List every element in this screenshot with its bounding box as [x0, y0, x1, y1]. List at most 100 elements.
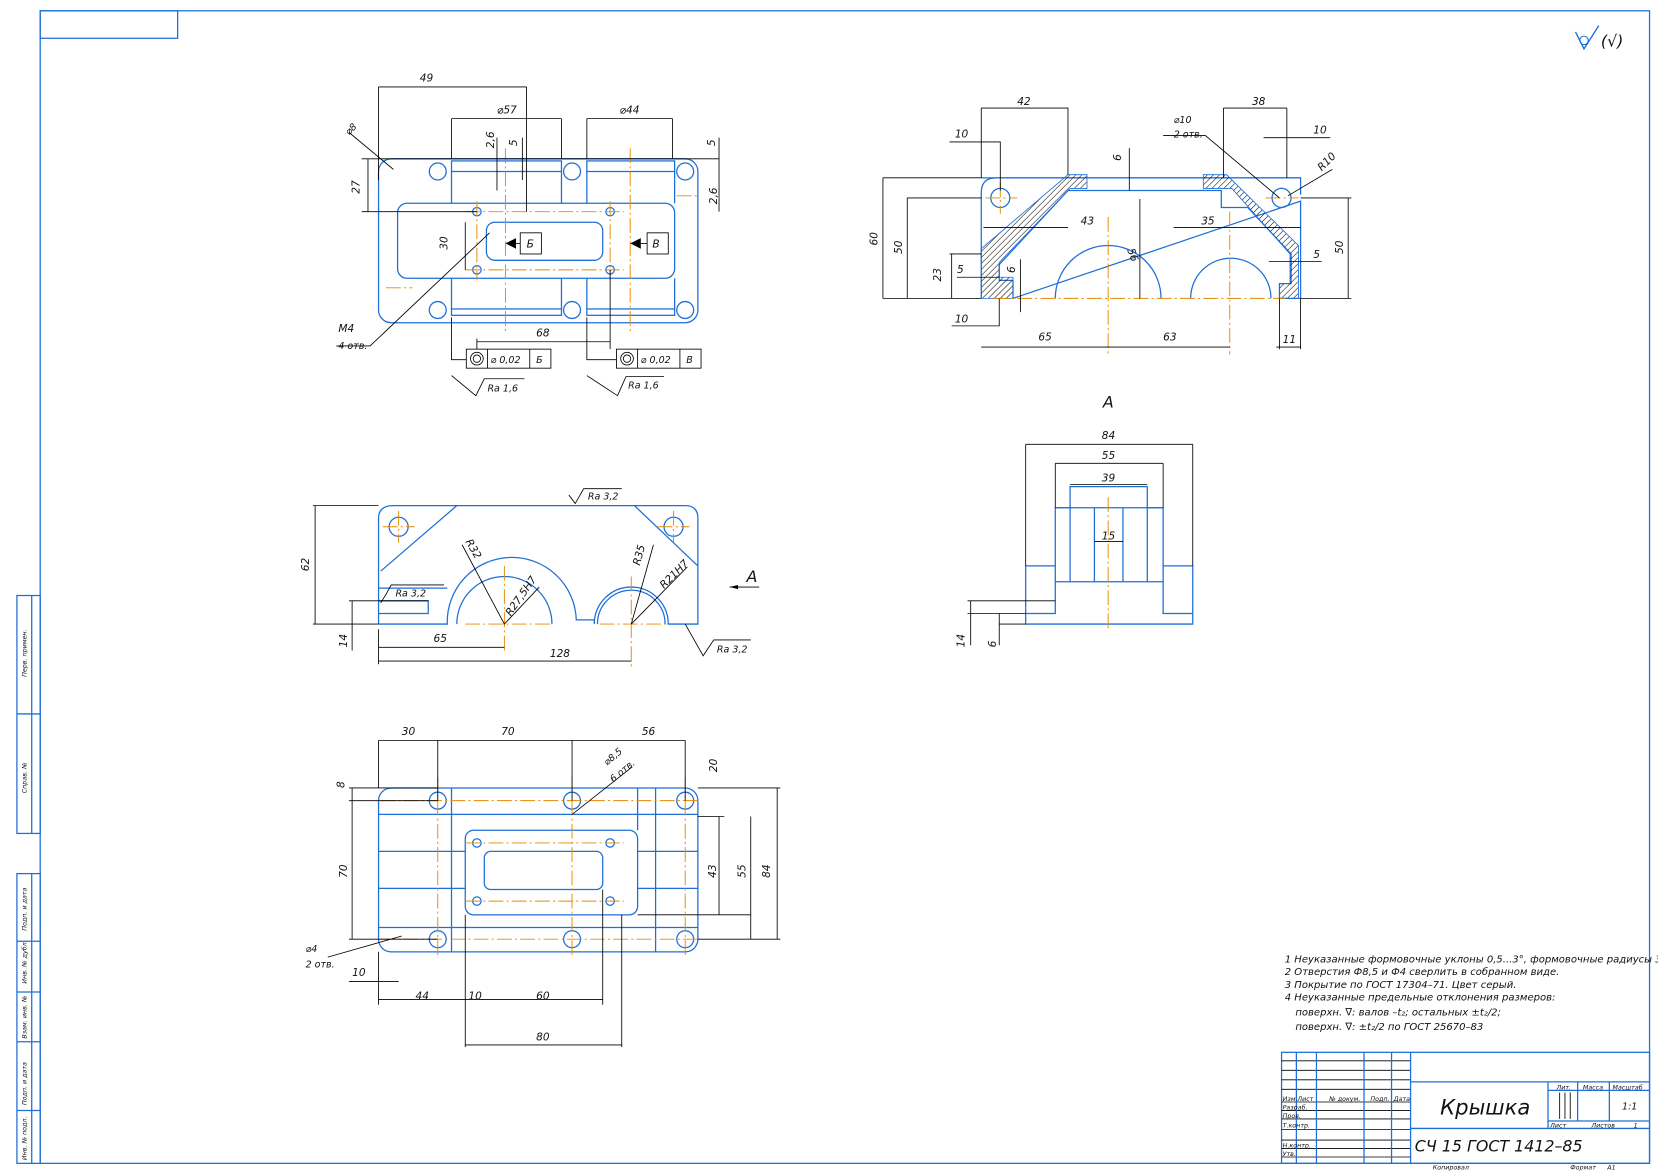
dim: 5 [508, 139, 520, 146]
strip-label: Взам. инв. № [21, 995, 28, 1038]
dim: 23 [932, 268, 944, 282]
dim: 56 [642, 726, 656, 738]
tb-mass: Масса [1583, 1084, 1603, 1091]
svg-text:⌀ 0,02: ⌀ 0,02 [491, 355, 521, 366]
tolerance-frame-b: ⌀ 0,02 Б [451, 317, 552, 369]
technical-notes: 1 Неуказанные формовочные уклоны 0,5...3… [1285, 954, 1658, 1033]
dim: ⌀57 [497, 104, 517, 116]
dim: 60 [536, 990, 550, 1002]
tb-header: № докум. [1328, 1096, 1360, 1103]
dim: 14 [338, 634, 350, 647]
strip-label: Перв. примен. [21, 629, 28, 677]
dim: 6 [1006, 266, 1018, 273]
dim: 62 [300, 557, 312, 571]
dim: 65 [1038, 332, 1052, 344]
dim: 30 [438, 236, 450, 250]
dim: 10 [955, 129, 969, 141]
dim: ⌀8 [343, 122, 359, 138]
dim: 38 [1252, 96, 1266, 108]
dim: 50 [893, 240, 905, 254]
tb-row-label: Разраб. [1283, 1103, 1308, 1111]
dim: 70 [338, 864, 350, 878]
dim: 43 [707, 864, 719, 878]
tb-sheets-label: Листов [1590, 1122, 1615, 1129]
roughness: Ra 3,2 [395, 589, 426, 600]
roughness: Ra 3,2 [717, 645, 748, 656]
hole-note-count: 2 отв. [306, 960, 335, 971]
roughness: Ra 1,6 [487, 383, 518, 394]
dim: 10 [1313, 124, 1327, 136]
dim: 8 [336, 781, 348, 788]
dim: 5 [957, 264, 964, 276]
roughness: Ra 1,6 [628, 380, 659, 391]
tb-header: Подп. [1370, 1096, 1389, 1103]
dim: 55 [1102, 450, 1116, 462]
view-top: 49 ⌀57 ⌀44 2,6 5 5 2,6 27 30 68 ⌀8 M4 4 … [336, 73, 720, 397]
thread-note-count: 4 отв. [338, 341, 367, 352]
hole-note-count: 2 отв. [1174, 130, 1203, 141]
dim: 68 [536, 327, 550, 339]
tb-row-label: Н.контр. [1283, 1142, 1311, 1149]
dim: 27 [351, 180, 363, 194]
note: поверхн. ∇: ±t₂/2 по ГОСТ 25670–83 [1295, 1022, 1483, 1033]
roughness: Ra 3,2 [588, 491, 619, 502]
dim: 11 [1283, 334, 1296, 346]
dim: 56 [1124, 247, 1140, 264]
part-name: Крышка [1440, 1095, 1530, 1120]
tb-format-label: Формат [1570, 1165, 1596, 1172]
radius-dim: R32 [463, 537, 484, 561]
tb-scale: 1:1 [1622, 1101, 1637, 1112]
dim: 84 [761, 864, 773, 877]
dim: 49 [420, 73, 434, 85]
strip-label: Подп. и дата [21, 887, 28, 930]
dim: 20 [708, 758, 720, 772]
dim: 10 [352, 967, 366, 979]
tb-header: Изм. [1283, 1096, 1298, 1103]
strip-label: Инв. № дубл. [20, 940, 28, 983]
tolerance-frame-v: ⌀ 0,02 В [586, 317, 702, 369]
dim: 84 [1102, 430, 1115, 442]
strip-label: Подп. и дата [21, 1062, 28, 1105]
svg-text:В: В [686, 355, 693, 366]
material: СЧ 15 ГОСТ 1412–85 [1415, 1137, 1583, 1156]
tb-format: A1 [1606, 1165, 1615, 1172]
tb-header: Дата [1393, 1096, 1411, 1103]
dim: 128 [550, 648, 570, 660]
dim: 60 [869, 232, 881, 246]
dim: 2,6 [708, 187, 720, 204]
dim: 55 [736, 864, 748, 878]
roughness-mark-text: (√) [1601, 32, 1623, 51]
view-a: 84 55 39 15 14 6 [955, 430, 1194, 647]
radius-dim: R21H7 [658, 558, 692, 592]
roughness-general-mark: (√) [1574, 25, 1623, 51]
side-strip-labels: Перв. примен. Справ. № Подп. и дата Инв.… [20, 629, 28, 1160]
view-side-section: 42 38 10 10 6 60 50 43 56 35 50 5 23 5 6… [869, 96, 1352, 355]
tb-header: Лист [1296, 1096, 1313, 1103]
note: поверхн. ∇: валов –t₂; остальных ±t₂/2; [1295, 1007, 1501, 1018]
tb-row-label: Т.контр. [1283, 1122, 1310, 1129]
dim: ⌀44 [620, 104, 640, 116]
view-arrow-label-a: A [746, 567, 758, 586]
tb-row-label: Утв. [1283, 1151, 1296, 1158]
dim: 42 [1017, 96, 1031, 108]
svg-text:В: В [652, 239, 659, 251]
strip-label: Справ. № [21, 762, 28, 793]
datum-v: В [630, 232, 669, 255]
note: 4 Неуказанные предельные отклонения разм… [1285, 993, 1556, 1004]
sheet-frame [16, 10, 1651, 1164]
note: 2 Отверстия Ф8,5 и Ф4 сверлить в собранн… [1285, 966, 1560, 978]
dim: 5 [706, 139, 718, 146]
dim: 39 [1102, 472, 1116, 484]
dim: 5 [1313, 249, 1320, 261]
radius-dim: R10 [1315, 150, 1338, 173]
svg-text:⌀ 0,02: ⌀ 0,02 [641, 355, 671, 366]
dim: 50 [1334, 240, 1346, 254]
dim: 70 [501, 726, 515, 738]
dim: 65 [434, 633, 448, 645]
view-front: 62 14 65 128 R32 R27,5H7 R35 R21H7 Ra 3,… [300, 488, 760, 667]
dim: 30 [402, 726, 416, 738]
hole-note: ⌀10 [1174, 115, 1192, 126]
dim: 10 [468, 990, 482, 1002]
thread-note: M4 [338, 323, 354, 335]
dim: 80 [536, 1032, 550, 1044]
